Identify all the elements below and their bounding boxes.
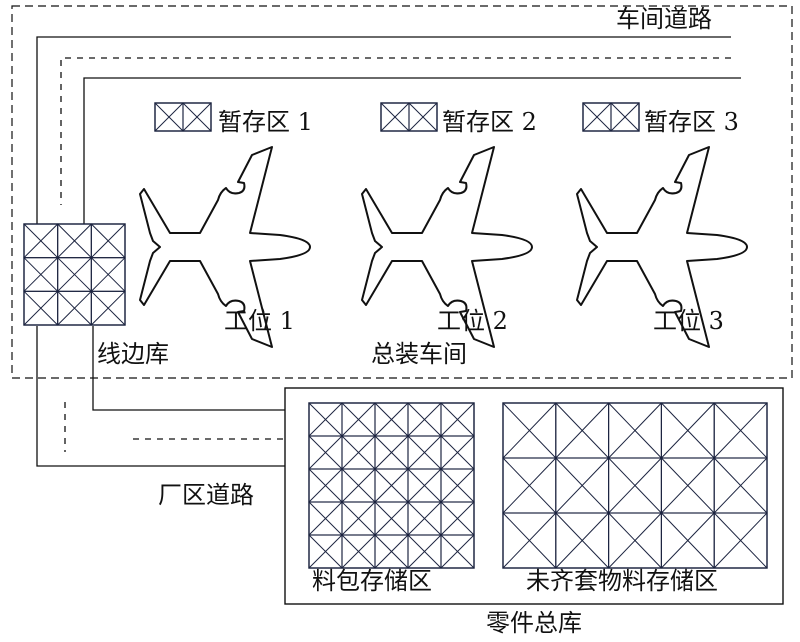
factory-road bbox=[36, 326, 285, 467]
line-side-store-cell bbox=[90, 290, 126, 326]
station-aircraft bbox=[139, 146, 748, 348]
line-side-store-cell bbox=[90, 257, 126, 292]
kit-storage-label: 料包存储区 bbox=[312, 567, 432, 595]
buffer-2-icon bbox=[380, 102, 438, 132]
parts-warehouse-label: 零件总库 bbox=[486, 609, 582, 637]
workshop-road bbox=[36, 36, 741, 225]
buffer-1-cell bbox=[182, 102, 212, 132]
parts-warehouse-boundary bbox=[284, 387, 784, 605]
line-side-store-cell bbox=[57, 290, 92, 326]
assembly-workshop-label: 总装车间 bbox=[371, 340, 467, 368]
kit-storage-cell bbox=[440, 534, 475, 569]
kit-storage-grid bbox=[308, 402, 475, 569]
incomplete-storage-cell bbox=[713, 457, 768, 514]
station-3-label: 工位 3 bbox=[653, 307, 724, 335]
workshop-road-label: 车间道路 bbox=[616, 5, 712, 33]
station-3-aircraft-icon bbox=[576, 146, 748, 348]
incomplete-storage-label: 未齐套物料存储区 bbox=[526, 567, 718, 595]
station-2-aircraft-icon bbox=[361, 146, 533, 348]
buffer-1-label: 暂存区 1 bbox=[218, 108, 313, 136]
line-side-store-label: 线边库 bbox=[97, 340, 169, 368]
factory-road-label: 厂区道路 bbox=[158, 481, 254, 509]
buffer-1-icon bbox=[154, 102, 212, 132]
buffer-icons bbox=[154, 102, 640, 132]
station-1-aircraft-icon bbox=[139, 146, 311, 348]
buffer-3-label: 暂存区 3 bbox=[644, 108, 739, 136]
kit-storage-cell bbox=[374, 534, 409, 569]
buffer-2-label: 暂存区 2 bbox=[442, 108, 537, 136]
buffer-2-cell bbox=[408, 102, 438, 132]
incomplete-storage-grid bbox=[502, 402, 768, 569]
buffer-3-cell bbox=[610, 102, 640, 132]
incomplete-storage-cell bbox=[713, 512, 768, 569]
assembly-workshop-boundary bbox=[11, 5, 793, 379]
line-side-store bbox=[23, 223, 126, 326]
buffer-3-icon bbox=[582, 102, 640, 132]
station-2-label: 工位 2 bbox=[437, 307, 508, 335]
station-1-label: 工位 1 bbox=[224, 307, 295, 335]
